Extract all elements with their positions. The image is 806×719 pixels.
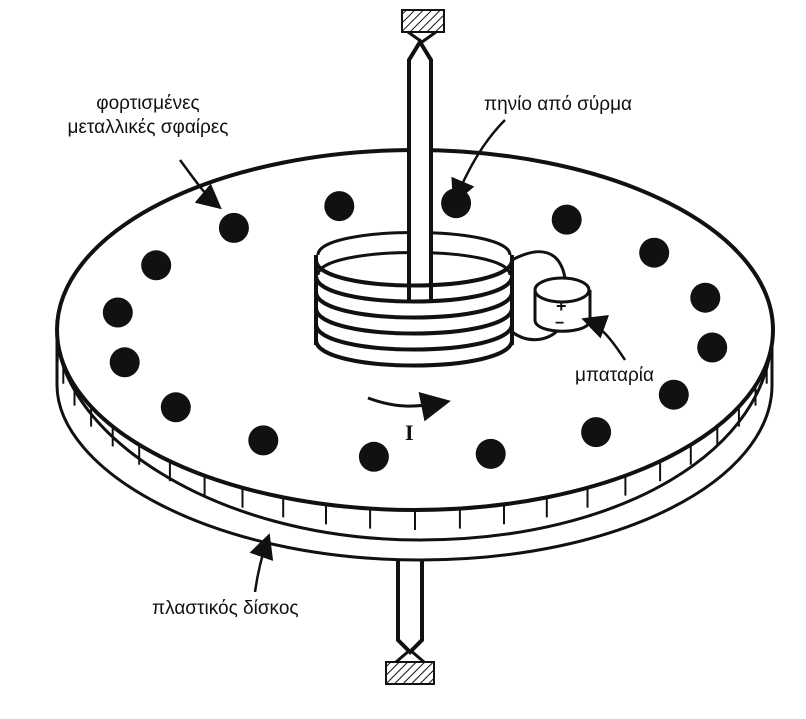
coil-loop [314,323,514,352]
coil-leader-arrow [451,119,506,205]
coil-loop [314,275,514,304]
upper-shaft [407,38,433,300]
charged-sphere [324,191,355,222]
coil-loop [314,259,514,288]
disc-label: πλαστικός δίσκος [152,598,299,619]
battery-plus-sign: + [556,296,567,316]
coil-loop [314,339,514,368]
charged-sphere [581,417,612,448]
battery: + − [533,276,592,333]
charged-sphere [551,204,582,235]
coil-label: πηνίο από σύρμα [484,94,633,115]
battery-leader-arrow [581,314,627,361]
lower-shaft [396,545,424,655]
coil-loop [314,307,514,336]
charged-sphere [639,237,670,268]
spheres-label: φορτισμένες μεταλλικές σφαίρες [18,92,278,140]
spheres-leader-arrow [178,159,222,210]
coil-sides [314,255,514,345]
charged-spheres-group [102,188,728,472]
current-arrow [367,391,451,422]
leader-arrows [178,119,627,593]
battery-minus-sign: − [555,315,564,332]
coil-loop [314,291,514,320]
current-symbol: I [405,420,414,445]
spheres-label-line1: φορτισμένες [96,93,200,114]
bottom-mount [385,648,435,685]
spheres-label-line2: μεταλλικές σφαίρες [67,117,229,138]
charged-sphere [697,332,728,363]
charged-sphere [441,188,472,219]
charged-sphere [690,282,721,313]
charged-sphere [141,250,172,281]
charged-sphere [218,212,249,243]
charged-sphere [358,441,389,472]
wire-coil [314,255,514,368]
charged-sphere [160,392,191,423]
battery-label: μπαταρία [575,365,655,386]
charged-sphere [658,379,689,410]
charged-sphere [248,425,279,456]
charged-sphere [109,347,140,378]
disc-leader-arrow [249,533,274,593]
top-mount [401,9,445,44]
charged-sphere [475,438,506,469]
charged-sphere [102,297,133,328]
